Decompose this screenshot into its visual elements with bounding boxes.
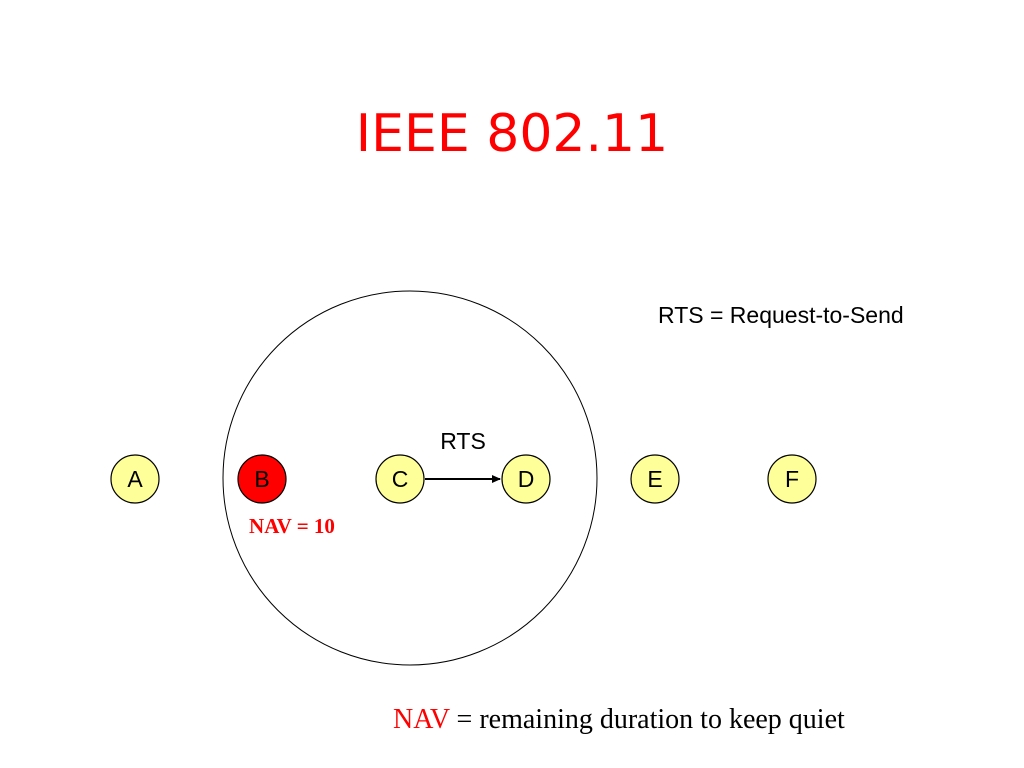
slide-title: IEEE 802.11 (355, 104, 669, 164)
node-f: F (767, 454, 817, 504)
nav-term: NAV (393, 704, 450, 735)
node-a-circle (110, 454, 160, 504)
rts-definition: RTS = Request-to-Send (658, 302, 904, 328)
transmission-range-circle (222, 290, 598, 666)
node-f-label: F (785, 466, 799, 492)
node-b-label: B (254, 466, 269, 492)
node-b-circle (237, 454, 287, 504)
nav-definition: NAV = remaining duration to keep quiet (393, 702, 845, 738)
nav-annotation: NAV = 10 (249, 514, 335, 538)
node-d-circle (501, 454, 551, 504)
node-f-circle (767, 454, 817, 504)
node-e-label: E (647, 466, 662, 492)
node-a-label: A (127, 466, 143, 492)
nav-definition-text: = remaining duration to keep quiet (449, 704, 845, 735)
rts-arrow-label: RTS (440, 428, 486, 454)
node-d: D (501, 454, 551, 504)
node-c: C (375, 454, 425, 504)
node-e-circle (630, 454, 680, 504)
node-c-label: C (392, 466, 409, 492)
node-a: A (110, 454, 160, 504)
node-b: B (237, 454, 287, 504)
node-d-label: D (518, 466, 535, 492)
node-e: E (630, 454, 680, 504)
node-c-circle (375, 454, 425, 504)
